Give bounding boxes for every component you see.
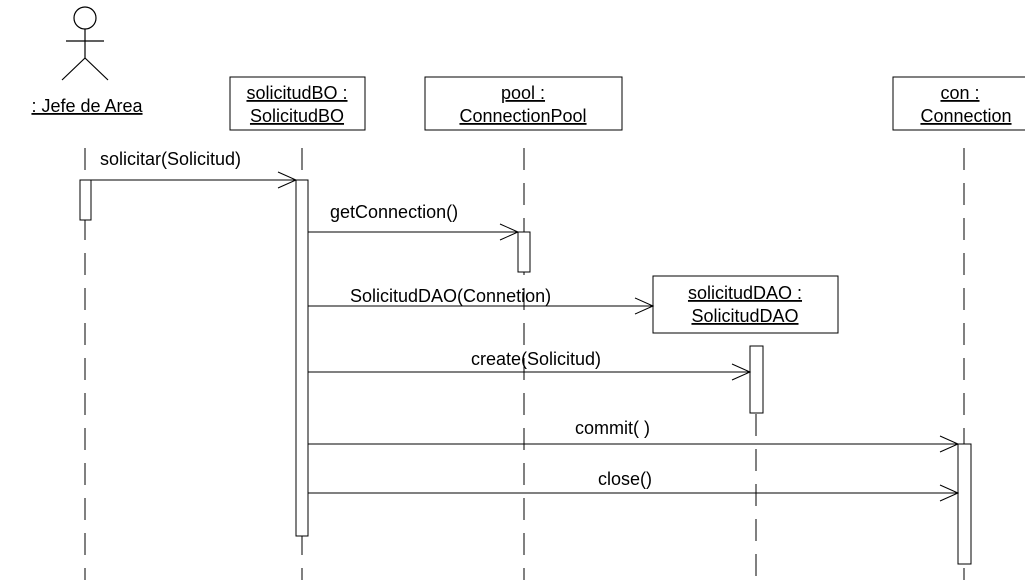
- activation-connection: [957, 443, 972, 565]
- message-close-arrow: [308, 484, 960, 502]
- message-commit-arrow: [308, 435, 960, 453]
- object-name: pool :: [501, 83, 545, 103]
- actor-label: : Jefe de Area: [31, 96, 143, 116]
- object-class: SolicitudDAO: [691, 306, 798, 326]
- message-label-close: close(): [598, 469, 652, 489]
- message-label-solicitar: solicitar(Solicitud): [100, 149, 241, 169]
- message-label-create: create(Solicitud): [471, 349, 601, 369]
- object-class: Connection: [920, 106, 1011, 126]
- object-box-solicitudbo: solicitudBO : SolicitudBO: [229, 76, 366, 131]
- message-create-arrow: [308, 363, 752, 381]
- object-name: solicitudBO :: [246, 83, 347, 103]
- object-box-pool: pool : ConnectionPool: [424, 76, 623, 131]
- object-class: ConnectionPool: [459, 106, 586, 126]
- message-getconnection-arrow: [308, 223, 520, 241]
- message-solicitar-arrow: [91, 171, 298, 189]
- message-label-constructor: SolicitudDAO(Connetion): [350, 286, 551, 306]
- object-name: solicitudDAO :: [688, 283, 802, 303]
- activation-pool: [517, 231, 531, 273]
- message-label-commit: commit( ): [575, 418, 650, 438]
- message-label-getconnection: getConnection(): [330, 202, 458, 222]
- activation-solicitudbo: [295, 179, 309, 537]
- object-class: SolicitudBO: [250, 106, 344, 126]
- object-box-connection: con : Connection: [892, 76, 1025, 131]
- object-box-solicituddao: solicitudDAO : SolicitudDAO: [652, 275, 839, 334]
- actor-figure: [61, 6, 109, 81]
- object-name: con :: [940, 83, 979, 103]
- activation-actor: [79, 179, 92, 221]
- message-constructor-arrow: [308, 297, 655, 315]
- activation-solicituddao: [749, 345, 764, 414]
